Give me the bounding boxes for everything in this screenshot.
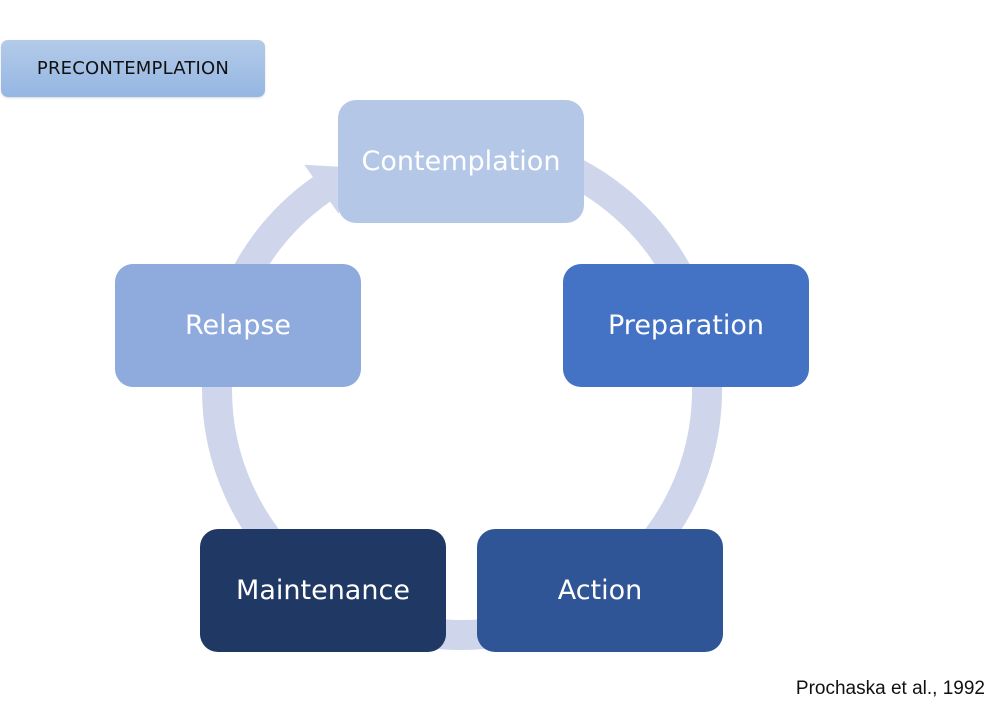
stage-contemplation: Contemplation	[338, 100, 584, 223]
stage-maintenance: Maintenance	[200, 529, 446, 652]
stage-action: Action	[477, 529, 723, 652]
stage-preparation: Preparation	[563, 264, 809, 387]
stage-label: Contemplation	[361, 146, 561, 177]
stage-label: Relapse	[184, 310, 292, 341]
stage-label: Maintenance	[236, 575, 410, 606]
citation: Prochaska et al., 1992	[795, 678, 985, 699]
stage-relapse: Relapse	[115, 264, 361, 387]
stage-label: Action	[557, 575, 643, 606]
precontemplation-label: PRECONTEMPLATION	[1, 40, 265, 97]
stage-label: Preparation	[608, 310, 764, 341]
precontemplation-text: PRECONTEMPLATION	[36, 58, 230, 79]
